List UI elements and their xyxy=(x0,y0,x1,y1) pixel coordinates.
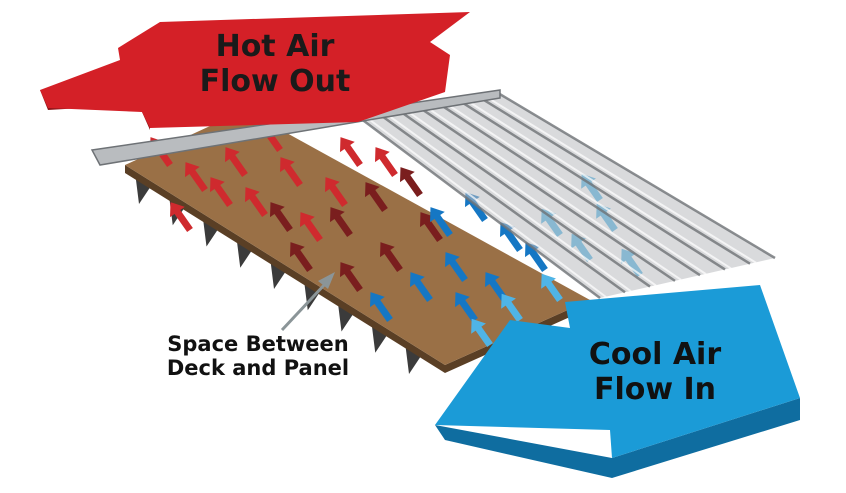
flow-arrow xyxy=(375,147,398,178)
flow-arrow xyxy=(340,137,363,168)
cool-air-label: Cool Air Flow In xyxy=(560,337,750,408)
leader-line xyxy=(280,281,328,332)
flow-arrow xyxy=(325,177,348,208)
flow-arrow xyxy=(300,212,323,243)
space-label-line1: Space Between xyxy=(167,332,349,356)
panel-rib-highlight xyxy=(464,98,732,270)
panel-rib-highlight xyxy=(404,109,657,287)
flow-arrow xyxy=(501,293,523,323)
panel-rib xyxy=(378,113,626,294)
panel-rib xyxy=(497,91,776,260)
hot-arrow-shape xyxy=(40,12,470,128)
cool-air-label-line2: Flow In xyxy=(593,371,717,407)
flow-arrow xyxy=(340,262,363,293)
flow-arrow xyxy=(400,167,423,198)
flow-arrow xyxy=(330,207,353,238)
panel-rib-highlight xyxy=(503,91,782,258)
flow-arrow xyxy=(471,318,493,348)
panel-rib-highlight xyxy=(424,105,682,281)
panel-rib xyxy=(398,109,651,288)
cool-air-label-line1: Cool Air xyxy=(588,337,722,372)
panel-rib-highlight xyxy=(483,94,757,264)
hot-air-label-line2: Flow Out xyxy=(199,63,351,99)
flow-arrow xyxy=(210,177,233,208)
flow-arrow xyxy=(225,147,248,178)
space-label: Space Between Deck and Panel xyxy=(138,332,378,381)
flow-arrow xyxy=(245,187,268,218)
leader-arrowhead xyxy=(318,272,335,289)
panel-surface xyxy=(360,93,775,298)
flow-arrow xyxy=(410,272,433,303)
space-label-line2: Deck and Panel xyxy=(166,356,350,381)
hot-air-label: Hot Air Flow Out xyxy=(170,29,380,100)
panel-rib xyxy=(438,102,701,277)
label-leader xyxy=(280,272,335,332)
panel-rib-highlight xyxy=(365,116,607,298)
hot-air-label-line1: Hot Air xyxy=(215,29,335,64)
hot-air-arrow xyxy=(40,12,470,130)
flow-arrow xyxy=(170,202,193,233)
panel-rib-highlight xyxy=(385,112,632,293)
panel-rib xyxy=(418,106,676,282)
flow-arrow xyxy=(430,207,453,238)
panel-rib xyxy=(359,117,601,299)
panel-rib xyxy=(477,95,751,265)
flow-arrow xyxy=(370,292,393,323)
cool-air-arrow xyxy=(435,285,800,478)
flow-arrow xyxy=(541,273,563,303)
cool-arrow-depth xyxy=(435,398,800,478)
panel-ribs xyxy=(359,91,782,299)
flow-arrow xyxy=(455,292,478,323)
panel-rib-highlight xyxy=(444,101,707,275)
panel-rib xyxy=(457,99,726,271)
flow-arrow xyxy=(280,157,303,188)
flow-arrow xyxy=(185,162,208,193)
flow-arrow xyxy=(365,182,388,213)
flow-arrow xyxy=(445,252,468,283)
cool-arrow-shape xyxy=(435,285,800,458)
flow-arrow xyxy=(290,242,313,273)
flow-arrow xyxy=(270,202,293,233)
metal-roof-panel xyxy=(90,89,782,299)
flow-arrow xyxy=(380,242,403,273)
